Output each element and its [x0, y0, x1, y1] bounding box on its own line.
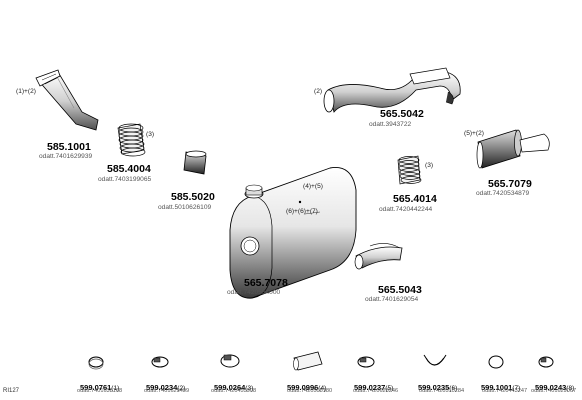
part-number: 565.7078 — [244, 277, 288, 289]
part-article: odatt.7420554000 — [227, 289, 281, 296]
part-565-5042-pipe-icon — [323, 67, 461, 113]
bottom-part-label: 599.0237(5) — [354, 383, 394, 392]
page-code: RI127 — [3, 388, 20, 394]
part-565-7079-end-silencer-icon — [476, 129, 550, 169]
bottom-part-icon-599-0761 — [88, 356, 104, 370]
bottom-part-article: odatt.7420628246 — [353, 388, 399, 394]
part-565-4014-bellows-icon — [397, 155, 422, 185]
part-qty: (1)+(2) — [16, 88, 36, 95]
bottom-part-article: odatt.7420510284 — [419, 388, 465, 394]
bottom-part-label: 599.0996(4) — [287, 383, 327, 392]
part-qty-secondary: (6)+(6)+(7) — [286, 208, 318, 215]
part-number: 585.1001 — [47, 141, 91, 153]
bottom-part-icon-599-0264 — [220, 354, 240, 368]
part-585-1001-pipe-icon — [35, 69, 99, 131]
part-article: odatt.7401629939 — [39, 153, 93, 160]
bottom-part-icon-599-1001 — [488, 355, 504, 369]
part-number: 565.5043 — [378, 284, 422, 296]
part-585-5020-sleeve-icon — [183, 150, 207, 175]
part-585-4004-bellows-icon — [117, 123, 146, 157]
part-article: odatt.7420534879 — [476, 190, 530, 197]
bottom-part-article: odatt.7401629067 — [531, 388, 577, 394]
bottom-part-article: odatt.7401629499 — [144, 388, 190, 394]
bottom-part-label: 599.0234(2) — [146, 383, 186, 392]
bottom-part-icon-599-0235 — [423, 354, 447, 366]
part-qty: (4)+(5) — [303, 183, 323, 190]
part-number: 565.7079 — [488, 178, 532, 190]
bottom-part-label: 599.0264(3) — [214, 383, 254, 392]
part-565-5043-pipe-icon — [354, 243, 403, 270]
bottom-part-label: 599.0243(8) — [535, 383, 575, 392]
part-number: 565.4014 — [393, 193, 437, 205]
part-number: 585.4004 — [107, 163, 151, 175]
part-565-7078-silencer-icon — [229, 167, 357, 299]
part-article: odatt.5010626109 — [158, 204, 212, 211]
part-qty: (3) — [146, 131, 155, 138]
bottom-part-article: odatt.7420455908 — [211, 388, 257, 394]
part-article: odatt.7401629054 — [365, 296, 419, 303]
part-article: odatt.7403199065 — [98, 176, 152, 183]
bottom-part-label: 599.0235(6) — [418, 383, 458, 392]
bottom-part-article: odatt.7401638168 — [77, 388, 123, 394]
bottom-part-article: odatt.7420443247 — [482, 388, 528, 394]
part-article: odatt.7420442244 — [379, 206, 433, 213]
bottom-part-icon-599-0243 — [538, 356, 554, 368]
bottom-part-icon-599-0237 — [357, 356, 375, 368]
part-qty: (5)+(2) — [464, 130, 484, 137]
part-article: odatt.3943722 — [369, 121, 412, 128]
bottom-part-label: 599.1001(7) — [481, 383, 521, 392]
part-number: 585.5020 — [171, 191, 215, 203]
part-number: 565.5042 — [380, 108, 424, 120]
bottom-part-icon-599-0996 — [293, 351, 323, 371]
bottom-part-article: odatt.7420508180 — [287, 388, 333, 394]
part-qty: (2) — [314, 88, 323, 95]
bottom-part-label: 599.0761(1) — [80, 383, 120, 392]
part-qty: (3) — [425, 162, 434, 169]
bottom-part-icon-599-0234 — [151, 356, 169, 368]
